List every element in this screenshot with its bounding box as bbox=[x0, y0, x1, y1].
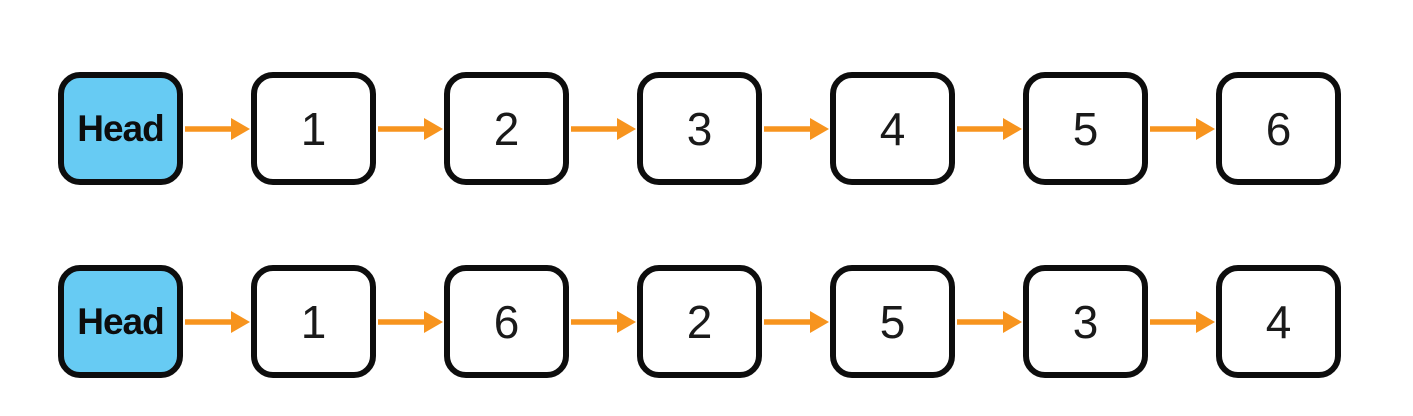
next-pointer-arrow-icon bbox=[1150, 117, 1215, 140]
node-value: 4 bbox=[879, 102, 906, 155]
list-node: 5 bbox=[1023, 72, 1148, 185]
next-pointer-arrow-icon bbox=[957, 310, 1022, 333]
node-value: 4 bbox=[1265, 295, 1292, 348]
next-pointer-arrow-icon bbox=[957, 117, 1022, 140]
node-value: 2 bbox=[686, 295, 713, 348]
next-pointer-arrow-icon bbox=[185, 310, 250, 333]
linked-list-row-reordered: Head 1 6 2 5 3 bbox=[58, 265, 1413, 378]
next-pointer-arrow-icon bbox=[378, 117, 443, 140]
node-value: 1 bbox=[300, 295, 327, 348]
list-node: 6 bbox=[1216, 72, 1341, 185]
node-value: 3 bbox=[1072, 295, 1099, 348]
list-node: 4 bbox=[830, 72, 955, 185]
next-pointer-arrow-icon bbox=[764, 117, 829, 140]
next-pointer-arrow-icon bbox=[571, 310, 636, 333]
next-pointer-arrow-icon bbox=[764, 310, 829, 333]
list-node: 3 bbox=[637, 72, 762, 185]
node-value: 5 bbox=[1072, 102, 1099, 155]
list-node: 2 bbox=[637, 265, 762, 378]
next-pointer-arrow-icon bbox=[571, 117, 636, 140]
next-pointer-arrow-icon bbox=[378, 310, 443, 333]
node-value: 2 bbox=[493, 102, 520, 155]
list-node: 6 bbox=[444, 265, 569, 378]
next-pointer-arrow-icon bbox=[1150, 310, 1215, 333]
head-label: Head bbox=[77, 108, 164, 149]
node-value: 5 bbox=[879, 295, 906, 348]
node-value: 6 bbox=[493, 295, 520, 348]
list-node: 1 bbox=[251, 72, 376, 185]
list-node: 5 bbox=[830, 265, 955, 378]
head-node: Head bbox=[58, 72, 183, 185]
list-node: 2 bbox=[444, 72, 569, 185]
list-node: 3 bbox=[1023, 265, 1148, 378]
list-node: 1 bbox=[251, 265, 376, 378]
next-pointer-arrow-icon bbox=[185, 117, 250, 140]
list-node: 4 bbox=[1216, 265, 1341, 378]
linked-list-row-original: Head 1 2 3 4 5 bbox=[58, 72, 1413, 185]
node-value: 3 bbox=[686, 102, 713, 155]
head-label: Head bbox=[77, 301, 164, 342]
node-value: 1 bbox=[300, 102, 327, 155]
head-node: Head bbox=[58, 265, 183, 378]
node-value: 6 bbox=[1265, 102, 1292, 155]
